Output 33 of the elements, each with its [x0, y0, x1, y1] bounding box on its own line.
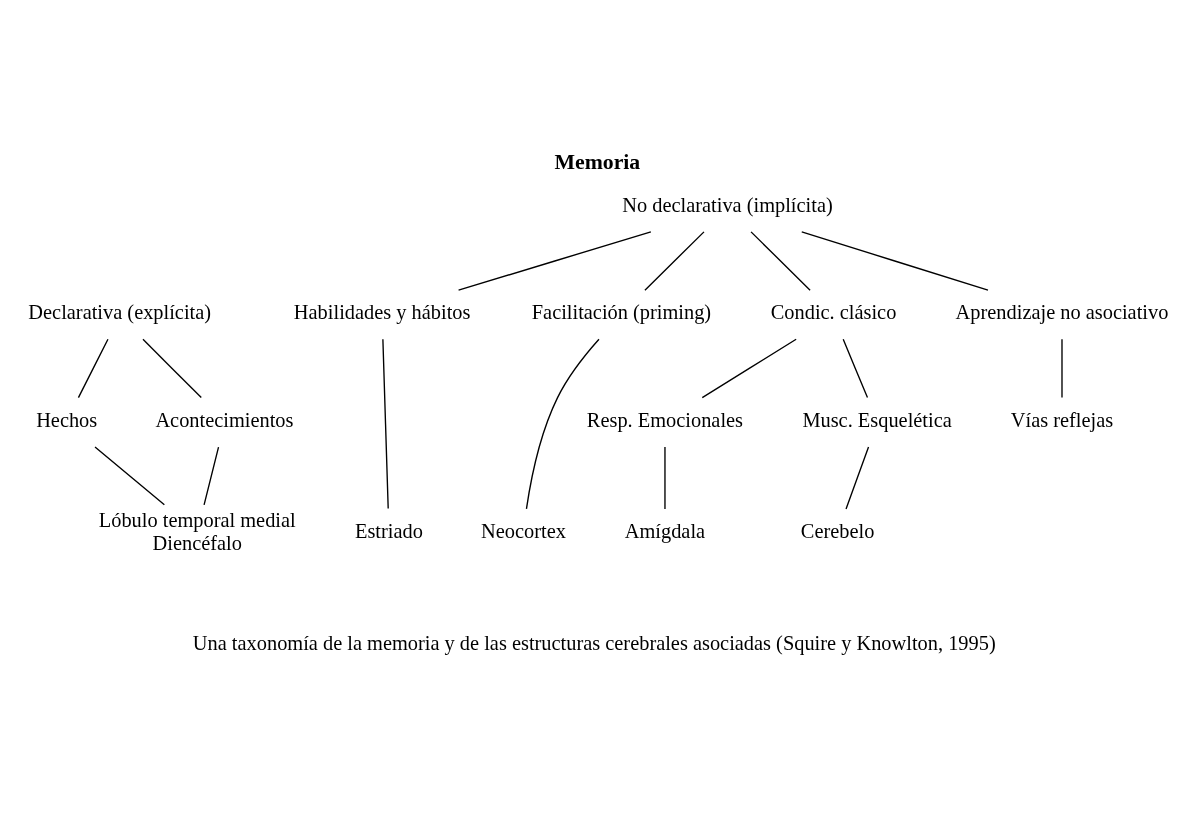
connector — [382, 338, 389, 509]
node-text: Condic. clásico — [770, 300, 897, 323]
connector — [457, 230, 652, 291]
connector — [664, 445, 666, 510]
connector — [801, 230, 989, 291]
connector — [203, 445, 220, 505]
connector — [750, 230, 811, 291]
connector — [701, 338, 797, 398]
node-text: Aprendizaje no asociativo — [955, 300, 1169, 323]
node-text: Facilitación (priming) — [531, 300, 712, 323]
node-text: Neocortex — [481, 519, 566, 542]
connector — [142, 338, 202, 398]
connector — [644, 230, 705, 291]
node-text: Lóbulo temporal medial Diencéfalo — [98, 508, 296, 554]
node-text: Acontecimientos — [155, 408, 294, 431]
connector — [1061, 338, 1063, 398]
node-text: Estriado — [354, 519, 423, 542]
node-text: Cerebelo — [800, 519, 875, 542]
node-text: Hechos — [36, 408, 98, 431]
node-text: Vías reflejas — [1010, 408, 1114, 431]
node-text: Amígdala — [624, 519, 706, 542]
connector — [842, 338, 869, 398]
node-text: Habilidades y hábitos — [293, 300, 471, 323]
caption: Una taxonomía de la memoria y de las estructuras cerebrales asociadas (Squire y Knowlton, 1995) — [192, 631, 996, 654]
node-text: No declarativa (implícita) — [622, 193, 833, 216]
connector — [845, 445, 870, 510]
connector — [94, 445, 166, 505]
node-text: Musc. Esquelética — [802, 408, 952, 431]
node-text: Resp. Emocionales — [586, 408, 744, 431]
diagram-title: Memoria — [554, 149, 641, 174]
node-text: Declarativa (explícita) — [28, 300, 212, 323]
connector — [77, 338, 109, 398]
connector — [525, 338, 600, 509]
